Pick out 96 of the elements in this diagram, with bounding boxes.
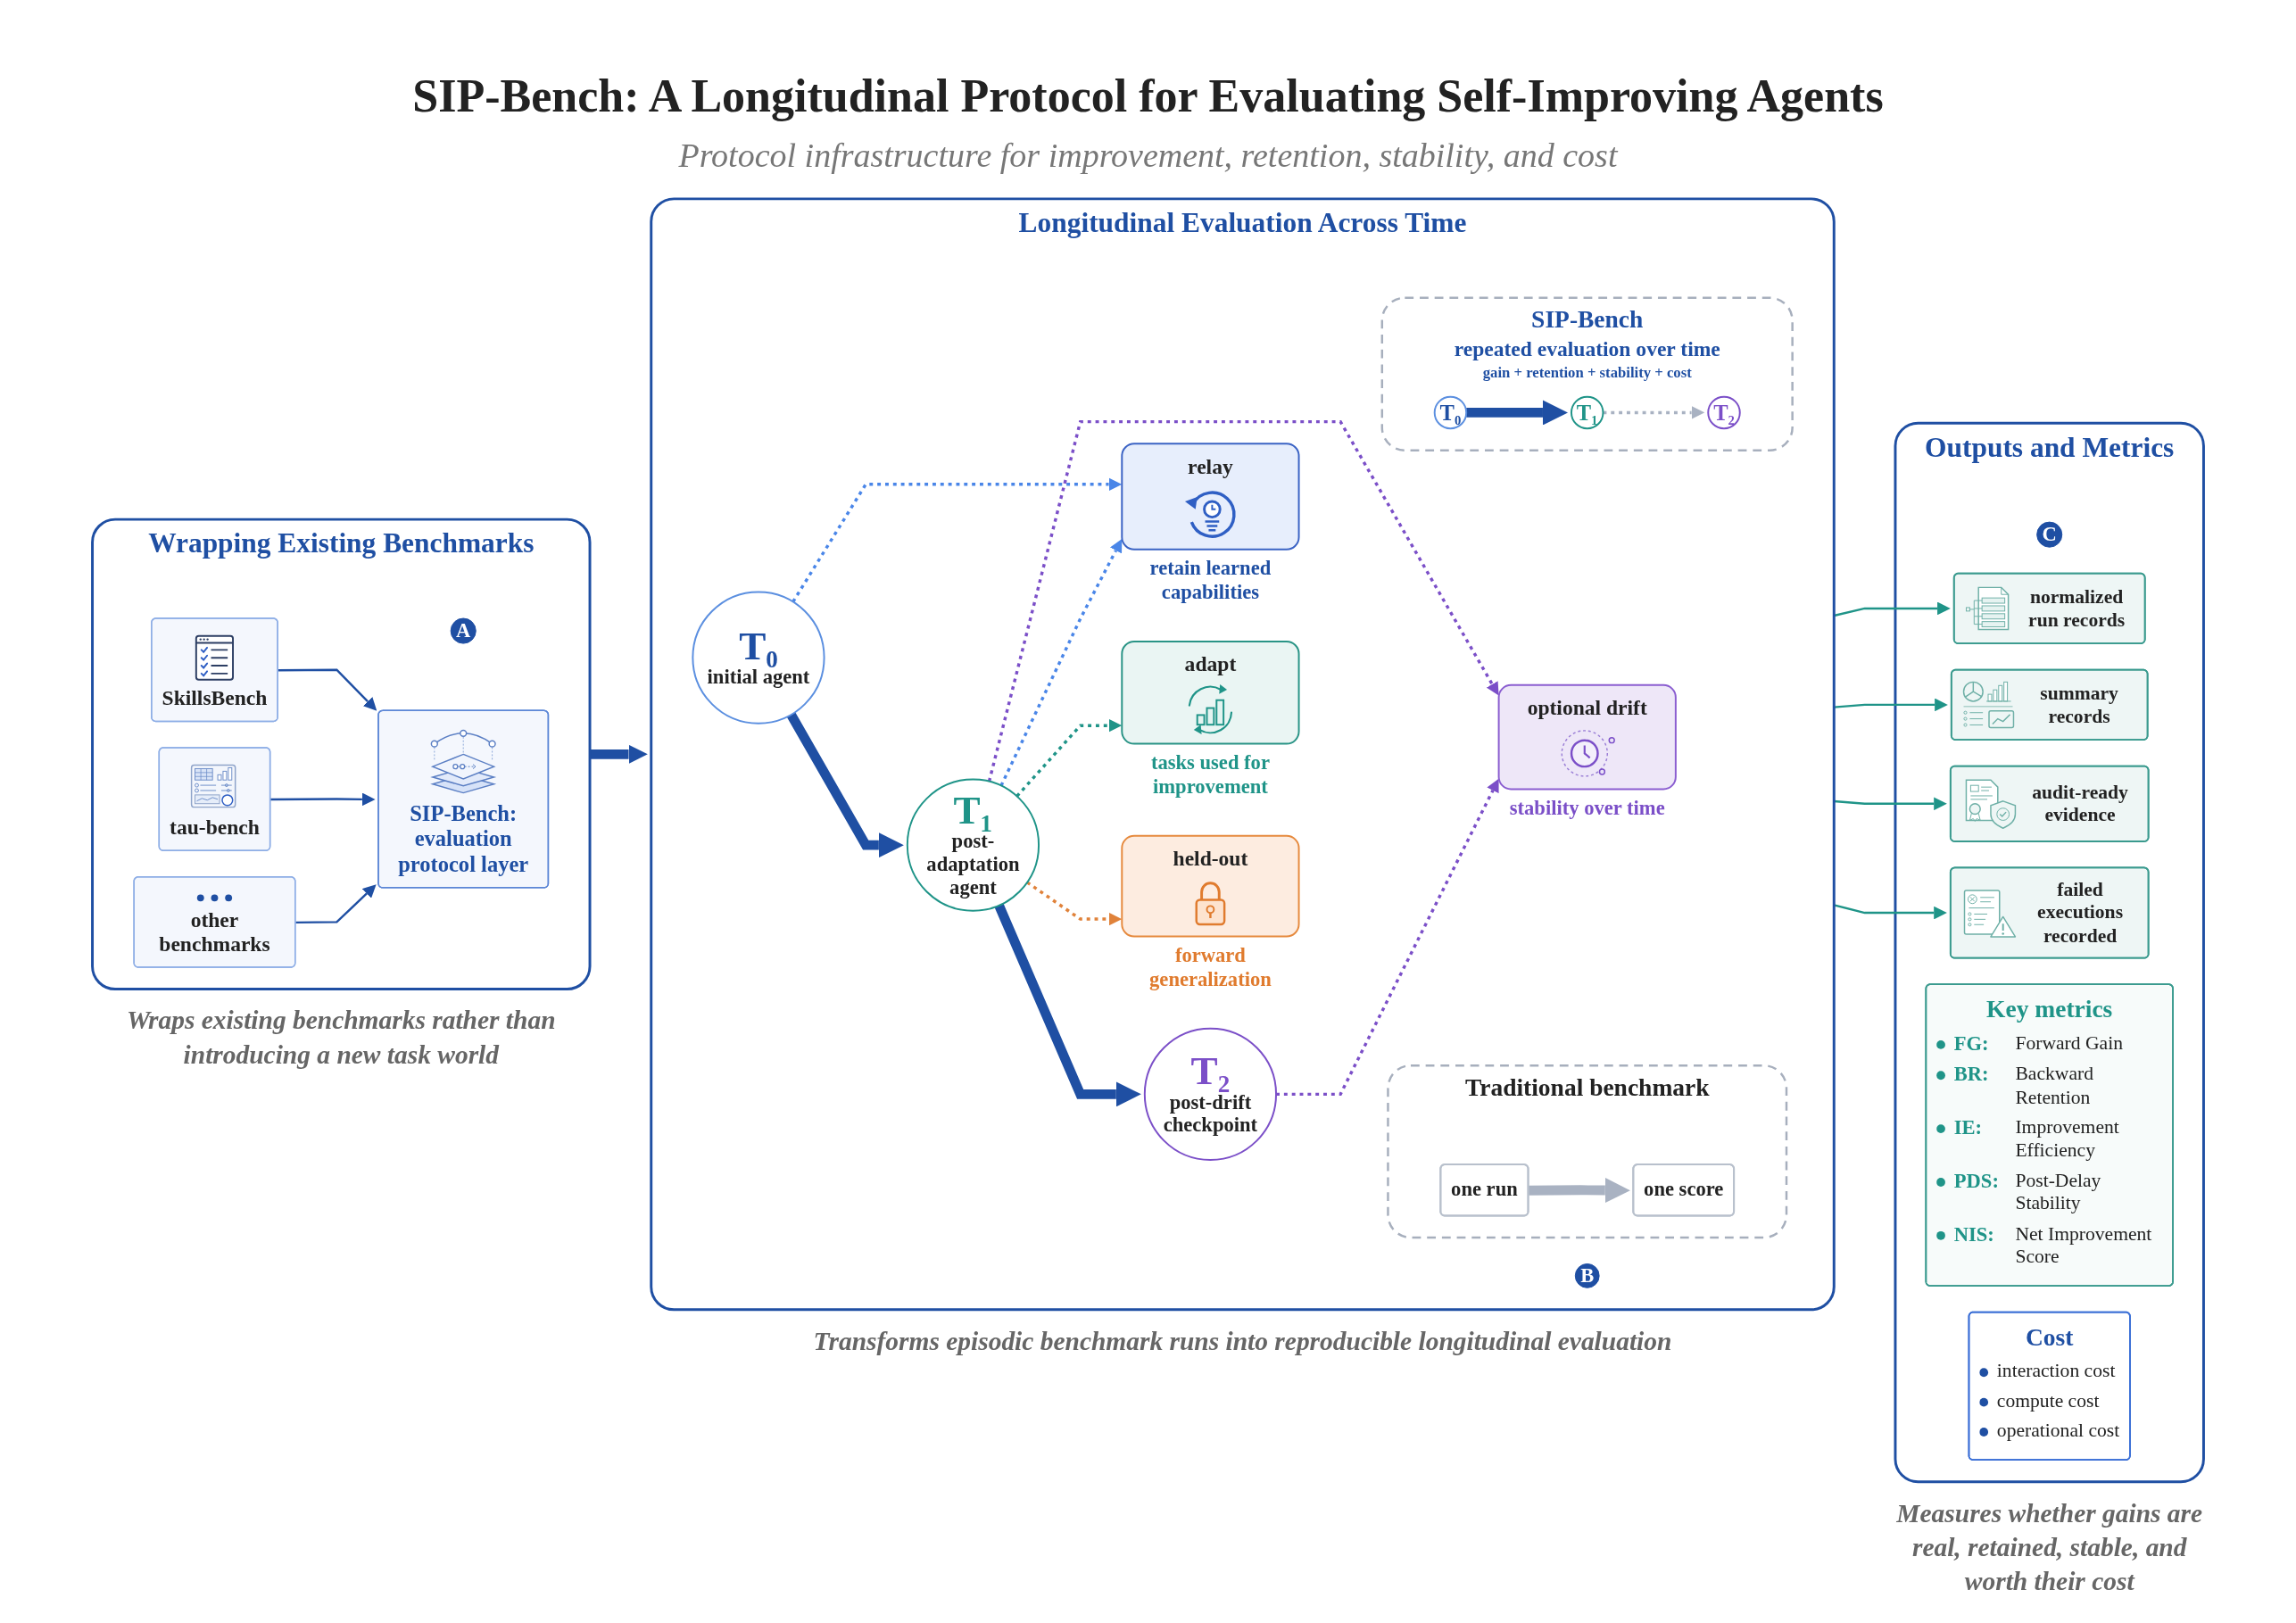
evaluation-split-card	[1121, 641, 1300, 745]
node-label: failed executions recorded	[2036, 878, 2125, 948]
time-point-circle	[692, 591, 825, 725]
evaluation-split-card	[1121, 443, 1300, 551]
metric-name: Forward Gain	[2015, 1031, 2124, 1055]
node-label: one score	[1644, 1178, 1724, 1201]
node-label: post-drift checkpoint	[1162, 1091, 1259, 1138]
list-item: operational cost	[1996, 1419, 2120, 1443]
title: SIP-Bench: A Longitudinal Protocol for Evaluating Self-Improving Agents	[412, 70, 1884, 124]
metric-abbreviation: FG:	[1953, 1031, 1990, 1056]
evaluation-split-card	[1121, 834, 1300, 938]
node-label: one run	[1451, 1178, 1518, 1201]
badge-letter: B	[1580, 1263, 1595, 1287]
metric-abbreviation: BR:	[1953, 1062, 1990, 1087]
dotted-arrow	[999, 538, 1123, 787]
thick-arrow	[590, 744, 648, 764]
letter-badge	[2036, 521, 2063, 548]
letter-badge	[1574, 1263, 1600, 1288]
thick-arrow	[1528, 1177, 1630, 1204]
panel-title: Wrapping Existing Benchmarks	[147, 526, 535, 560]
time-point-circle	[1707, 395, 1741, 430]
panel-caption: Transforms episodic benchmark runs into reproducible longitudinal evaluation	[812, 1325, 1673, 1357]
panel-title: Longitudinal Evaluation Across Time	[1017, 205, 1468, 240]
protocol-layer-card	[377, 709, 550, 889]
dotted-arrow	[792, 477, 1123, 603]
time-label: T₀	[738, 625, 779, 667]
arrow	[295, 884, 377, 924]
benchmark-card	[133, 876, 296, 968]
box-title: held-out	[1172, 846, 1249, 872]
box-title: adapt	[1183, 651, 1238, 677]
time-point-circle	[1433, 395, 1468, 430]
output-card	[1950, 668, 2149, 741]
metric-abbreviation: IE:	[1953, 1115, 1984, 1140]
thick-arrow	[1466, 400, 1569, 426]
panel-caption: Wraps existing benchmarks rather than introducing a new task world	[126, 1005, 557, 1071]
node-label: normalized run records	[2027, 585, 2126, 632]
section-text: repeated evaluation over time	[1453, 335, 1721, 361]
node-label: SkillsBench	[162, 686, 268, 711]
time-label: T₁	[952, 790, 994, 831]
badge-letter: C	[2042, 523, 2057, 545]
section-title: SIP-Bench	[1530, 304, 1645, 335]
panel-title: Outputs and Metrics	[1924, 430, 2176, 464]
arrow	[1834, 601, 1951, 617]
metrics-panel	[1925, 983, 2174, 1287]
section-title: Traditional benchmark	[1463, 1072, 1711, 1102]
metric-name: Improvement Efficiency	[2015, 1115, 2120, 1163]
metric-abbreviation: PDS:	[1953, 1169, 2000, 1194]
time-point-circle	[1143, 1027, 1277, 1161]
node-caption: stability over time	[1509, 796, 1666, 821]
thick-arrow	[786, 712, 904, 858]
panel-caption: Measures whether gains are real, retained, stable, and worth their cost	[1895, 1497, 2204, 1598]
time-label: T₂	[1189, 1050, 1231, 1091]
node-caption: forward generalization	[1148, 943, 1272, 992]
arrow	[1834, 797, 1947, 811]
node-caption: tasks used for improvement	[1149, 750, 1271, 799]
output-card	[1952, 572, 2146, 645]
arrow	[278, 668, 377, 711]
step-box	[1439, 1163, 1529, 1217]
panel-heading: Key metrics	[1985, 994, 2114, 1024]
letter-badge	[450, 617, 477, 644]
node-label: tau-bench	[170, 816, 260, 840]
panel-heading: Cost	[2025, 1322, 2075, 1353]
dotted-arrow	[1276, 778, 1499, 1097]
dotted-arrow	[987, 419, 1499, 783]
comparison-section	[1380, 296, 1794, 451]
time-label: T₀	[1439, 400, 1462, 425]
cost-panel	[1968, 1311, 2131, 1462]
node-label: summary records	[2039, 682, 2119, 728]
box-title: optional drift	[1526, 695, 1648, 721]
time-point-circle	[906, 778, 1040, 912]
step-box	[1632, 1163, 1736, 1217]
time-label: T₁	[1576, 400, 1598, 425]
evaluation-split-card	[1497, 683, 1677, 791]
node-label: audit-ready evidence	[2031, 780, 2129, 827]
metric-name: Net Improvement Score	[2015, 1221, 2153, 1269]
section-text: gain + retention + stability + cost	[1481, 364, 1693, 383]
output-card	[1949, 866, 2150, 959]
thick-arrow	[994, 903, 1141, 1107]
time-label: T₂	[1713, 400, 1735, 425]
dotted-arrow	[1603, 406, 1705, 419]
metric-name: Backward Retention	[2015, 1062, 2094, 1109]
time-point-circle	[1571, 395, 1604, 430]
node-label: other benchmarks	[158, 908, 271, 957]
list-item: interaction cost	[1996, 1359, 2116, 1383]
node-caption: retain learned capabilities	[1148, 556, 1272, 605]
subtitle: Protocol infrastructure for improvement, retention, stability, and cost	[678, 135, 1618, 176]
list-item: compute cost	[1996, 1388, 2100, 1412]
dotted-arrow	[1015, 718, 1123, 798]
dotted-arrow	[1026, 881, 1123, 926]
metric-abbreviation: NIS:	[1953, 1221, 1995, 1246]
node-label: SIP-Bench: evaluation protocol layer	[397, 801, 530, 878]
badge-letter: A	[456, 619, 471, 642]
arrow	[1834, 698, 1948, 712]
box-title: relay	[1187, 453, 1234, 480]
arrow	[270, 792, 376, 807]
metric-name: Post-Delay Stability	[2015, 1169, 2102, 1215]
